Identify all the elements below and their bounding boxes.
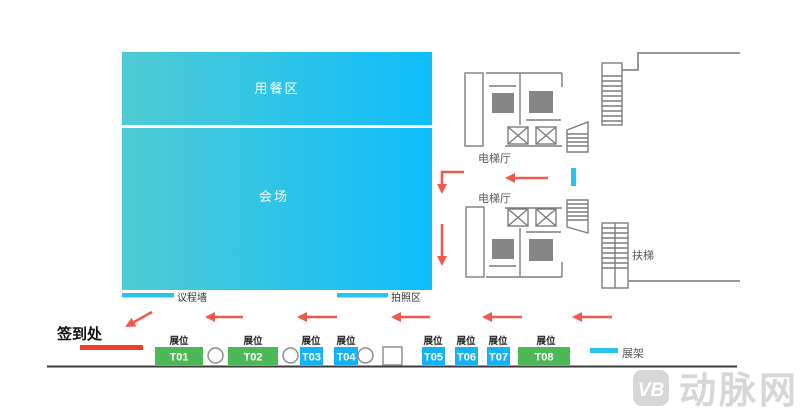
booth-row: 展位 T01 展位 T02 展位 T03 展位 T04 展位 T05	[155, 335, 570, 366]
elevator-hall-lower: 电梯厅	[465, 192, 589, 278]
agenda-wall-bar	[122, 293, 174, 298]
wall-rect	[465, 206, 485, 278]
flow-arrows	[125, 170, 612, 328]
booth-caption: 展位	[456, 335, 476, 347]
elevator-cab-icon	[492, 93, 514, 113]
booth-rect	[487, 347, 510, 365]
elevator-cab-icon	[529, 91, 553, 113]
booth-rect	[455, 347, 478, 365]
elevator-hall-upper: 电梯厅	[464, 72, 589, 165]
booth-id: T06	[457, 352, 476, 364]
agenda-wall-marker: 议程墙	[122, 291, 207, 304]
booth-caption: 展位	[423, 335, 443, 347]
escalator-label: 扶梯	[632, 248, 654, 262]
flow-arrow-corner-down	[437, 170, 464, 194]
booth-T01: 展位 T01	[155, 335, 203, 365]
booth-rect	[228, 347, 278, 365]
booth-id: T07	[489, 352, 508, 364]
escalator-steps	[602, 75, 622, 122]
photo-area-label: 拍照区	[391, 291, 421, 304]
hall-divider-line	[122, 125, 432, 128]
watermark-brand: 动脉网	[679, 370, 799, 411]
booth-id: T02	[244, 352, 263, 364]
photo-area-bar	[337, 293, 388, 298]
escalator-bottom: 扶梯	[601, 222, 740, 289]
table-circle	[357, 347, 374, 364]
booth-rect	[155, 347, 203, 365]
elevator-cab-icon	[492, 239, 514, 259]
table-circle	[207, 347, 224, 364]
conference-hall-label: 会场	[259, 189, 289, 204]
hall-block-rect	[122, 52, 432, 290]
booth-caption: 展位	[488, 335, 508, 347]
hall-walls	[486, 207, 563, 278]
booth-id: T03	[302, 352, 321, 364]
watermark: VB 动脉网	[633, 370, 799, 411]
rack-legend: 展架	[590, 347, 644, 360]
checkin-area: 签到处	[56, 325, 143, 350]
table-square	[382, 346, 403, 366]
booth-id: T08	[535, 352, 554, 364]
checkin-desk-bar	[80, 345, 143, 350]
elevator-shaft-icon	[507, 208, 529, 227]
watermark-logo-text: VB	[638, 380, 665, 401]
escalator-top	[601, 52, 740, 126]
main-hall-block: 用餐区 会场	[122, 52, 432, 290]
escalator-steps	[602, 223, 628, 288]
booth-T08: 展位 T08	[518, 335, 570, 365]
elevator-hall-upper-label: 电梯厅	[478, 152, 511, 165]
booth-id: T05	[424, 352, 443, 364]
booth-rect	[518, 347, 570, 365]
booth-rect	[300, 347, 323, 365]
escalator-outline	[601, 62, 623, 126]
dining-area-label: 用餐区	[254, 81, 299, 96]
watermark-logo-icon	[633, 370, 669, 406]
stairs-icon	[566, 199, 589, 234]
elevator-shaft-icon	[535, 208, 557, 227]
elevator-shaft-icon	[535, 126, 557, 145]
photo-area-marker: 拍照区	[337, 291, 421, 304]
booth-T04: 展位 T04	[334, 335, 358, 365]
booth-T03: 展位 T03	[300, 335, 323, 365]
flow-arrow-diagonal	[125, 310, 153, 328]
rack-legend-label: 展架	[622, 347, 644, 360]
checkin-label: 签到处	[56, 325, 103, 343]
agenda-wall-label: 议程墙	[177, 291, 207, 304]
booth-T06: 展位 T06	[455, 335, 478, 365]
booth-T02: 展位 T02	[228, 335, 278, 365]
rack-legend-bar	[590, 348, 618, 353]
booth-id: T01	[170, 352, 189, 364]
booth-caption: 展位	[243, 335, 263, 347]
stairs-icon	[566, 120, 589, 153]
booth-caption: 展位	[536, 335, 556, 347]
booth-caption: 展位	[169, 335, 189, 347]
booth-id: T04	[337, 352, 357, 364]
elevator-cab-icon	[529, 239, 553, 261]
booth-rect	[334, 347, 358, 365]
booth-T05: 展位 T05	[422, 335, 445, 365]
hall-walls	[486, 72, 563, 147]
perimeter-wall	[622, 52, 740, 71]
booth-caption: 展位	[301, 335, 321, 347]
booth-rect	[422, 347, 445, 365]
wall-rect	[464, 72, 484, 147]
table-circle	[282, 347, 299, 364]
booth-T07: 展位 T07	[487, 335, 510, 365]
elevator-shaft-icon	[507, 126, 529, 145]
rack-bar-vertical	[571, 168, 576, 186]
elevator-hall-lower-label: 电梯厅	[478, 192, 511, 205]
booth-caption: 展位	[336, 335, 356, 347]
